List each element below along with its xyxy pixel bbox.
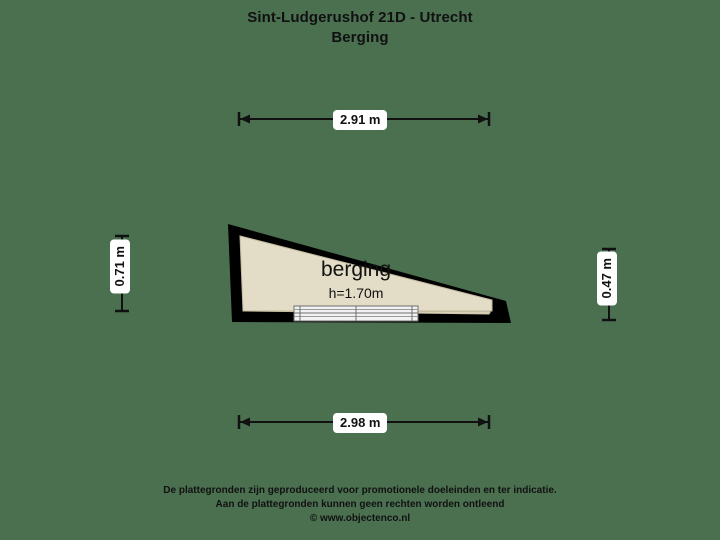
footer-disclaimer: De plattegronden zijn geproduceerd voor … [0,484,720,526]
footer-line-1: De plattegronden zijn geproduceerd voor … [163,485,557,496]
dimension-label-left: 0.71 m [110,239,130,294]
dimension-label-top: 2.91 m [333,110,388,130]
dimension-label-bottom: 2.98 m [333,413,388,433]
footer-line-3: © www.objectenco.nl [309,513,411,524]
title-line-floor: Berging [331,29,389,46]
room-interior-primary [239,235,493,312]
footer-line-2: Aan de plattegronden kunnen geen rechten… [215,499,505,510]
title-line-address: Sint-Ludgerushof 21D - Utrecht [247,9,473,26]
room-name-label: berging [321,258,391,281]
dimension-label-right: 0.47 m [597,251,617,306]
sliding-door-icon [293,305,419,322]
page-title: Sint-Ludgerushof 21D - Utrecht Berging [0,8,720,48]
room-height-label: h=1.70m [329,285,384,301]
